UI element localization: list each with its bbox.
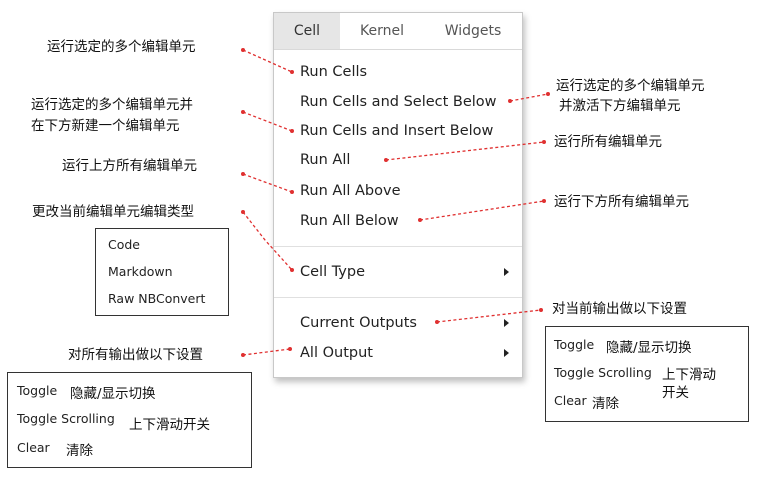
leader-dot: [290, 190, 294, 194]
leader-dot: [241, 210, 245, 214]
leader-dot: [290, 70, 294, 74]
option-clear[interactable]: Clear: [554, 393, 587, 408]
leader-dot: [241, 172, 245, 176]
leader-dot: [546, 92, 550, 96]
annotation-run-cells-insert-below-1: 运行选定的多个编辑单元并: [31, 97, 193, 113]
leader-dot: [435, 320, 439, 324]
leader-dot: [241, 353, 245, 357]
leader-dot: [418, 218, 422, 222]
submenu-arrow-icon: [504, 319, 509, 327]
leader-dot: [542, 140, 546, 144]
submenu-arrow-icon: [504, 349, 509, 357]
option-toggle-scrolling[interactable]: Toggle Scrolling: [17, 411, 115, 426]
all-output-options-box: Toggle 隐藏/显示切换 Toggle Scrolling 上下滑动开关 C…: [7, 372, 252, 468]
leader-run-all: [385, 141, 545, 161]
option-toggle-scrolling-desc-1: 上下滑动: [662, 367, 716, 383]
menu-divider: [274, 297, 522, 298]
leader-dot: [539, 308, 543, 312]
menu-item-all-output[interactable]: All Output: [300, 345, 373, 361]
menu-item-run-all-above[interactable]: Run All Above: [300, 183, 401, 199]
leader-run-all-below: [419, 200, 545, 221]
current-outputs-options-box: Toggle 隐藏/显示切换 Toggle Scrolling 上下滑动 开关 …: [545, 326, 749, 422]
leader-dot: [241, 110, 245, 114]
annotation-all-output: 对所有输出做以下设置: [68, 347, 203, 363]
menubar: Cell Kernel Widgets: [274, 13, 522, 50]
option-clear[interactable]: Clear: [17, 440, 50, 455]
leader-run-cells: [242, 49, 293, 73]
leader-all-output: [242, 348, 291, 356]
annotation-run-all: 运行所有编辑单元: [554, 134, 662, 150]
tab-kernel[interactable]: Kernel: [360, 23, 404, 39]
leader-dot: [290, 268, 294, 272]
submenu-arrow-icon: [504, 268, 509, 276]
leader-current-outputs: [436, 309, 542, 323]
annotation-cell-type: 更改当前编辑单元编辑类型: [32, 204, 194, 220]
menu-divider: [274, 246, 522, 247]
cell-type-options-box: Code Markdown Raw NBConvert: [95, 228, 229, 316]
leader-dot: [542, 199, 546, 203]
option-toggle-desc: 隐藏/显示切换: [606, 340, 692, 356]
tab-widgets[interactable]: Widgets: [444, 23, 502, 39]
menu-item-run-cells[interactable]: Run Cells: [300, 64, 368, 80]
annotation-run-cells-select-below-1: 运行选定的多个编辑单元: [556, 78, 705, 94]
leader-dot: [241, 48, 245, 52]
menu-item-run-all-below[interactable]: Run All Below: [300, 213, 399, 229]
option-toggle-scrolling[interactable]: Toggle Scrolling: [554, 365, 652, 380]
option-clear-desc: 清除: [592, 396, 619, 412]
option-clear-desc: 清除: [66, 443, 93, 459]
menu-item-run-all[interactable]: Run All: [300, 152, 351, 168]
menu-item-cell-type[interactable]: Cell Type: [300, 264, 366, 280]
option-toggle-scrolling-desc-2: 开关: [662, 385, 689, 401]
annotation-run-all-above: 运行上方所有编辑单元: [62, 158, 197, 174]
leader-dot: [288, 347, 292, 351]
leader-dot: [384, 158, 388, 162]
menu-item-current-outputs[interactable]: Current Outputs: [300, 315, 417, 331]
cell-menu-panel: Cell Kernel Widgets Run Cells Run Cells …: [273, 12, 523, 378]
leader-run-cells-insert-below: [242, 111, 293, 132]
menu-item-run-cells-select-below[interactable]: Run Cells and Select Below: [300, 94, 497, 110]
leader-dot: [508, 99, 512, 103]
option-markdown[interactable]: Markdown: [108, 264, 173, 279]
leader-cell-type: [242, 211, 293, 271]
annotation-run-all-below: 运行下方所有编辑单元: [554, 194, 689, 210]
option-toggle[interactable]: Toggle: [554, 337, 595, 352]
option-toggle[interactable]: Toggle: [17, 383, 58, 398]
annotation-run-cells-select-below-2: 并激活下方编辑单元: [559, 98, 681, 114]
leader-run-cells-select-below: [509, 93, 549, 102]
tab-cell[interactable]: Cell: [274, 13, 340, 49]
annotation-current-outputs: 对当前输出做以下设置: [552, 301, 687, 317]
annotation-run-cells-insert-below-2: 在下方新建一个编辑单元: [31, 118, 180, 134]
option-code[interactable]: Code: [108, 237, 141, 252]
menu-item-run-cells-insert-below[interactable]: Run Cells and Insert Below: [300, 123, 494, 139]
option-toggle-desc: 隐藏/显示切换: [70, 386, 156, 402]
annotation-run-cells: 运行选定的多个编辑单元: [47, 39, 196, 55]
option-toggle-scrolling-desc: 上下滑动开关: [129, 417, 210, 433]
leader-dot: [290, 129, 294, 133]
option-raw-nbconvert[interactable]: Raw NBConvert: [108, 291, 206, 306]
leader-run-all-above: [242, 173, 293, 193]
